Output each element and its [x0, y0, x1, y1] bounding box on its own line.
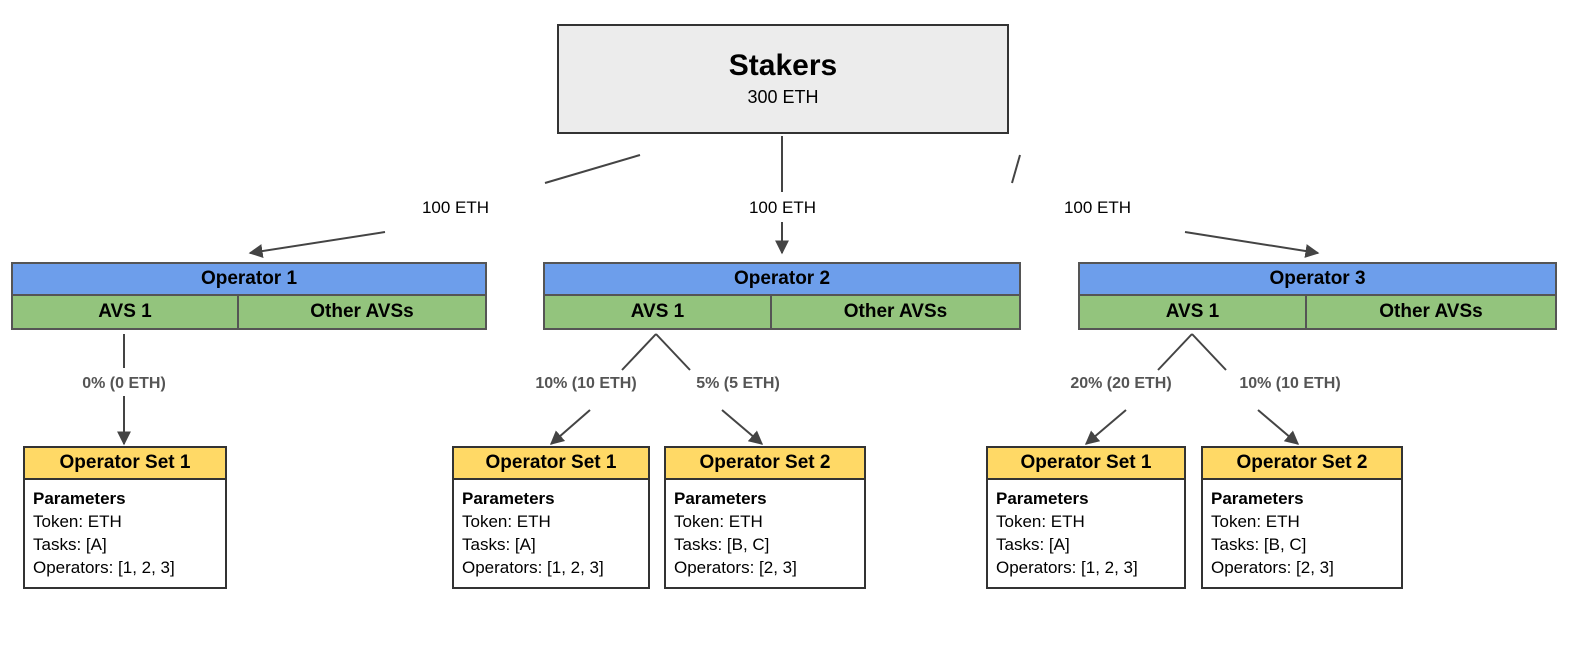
operator-3-avs-row: AVS 1 Other AVSs [1078, 296, 1557, 330]
operator-set-card-op2-set1[interactable]: Operator Set 1 Parameters Token: ETH Tas… [452, 446, 650, 589]
parameter-tasks: Tasks: [B, C] [1211, 535, 1307, 554]
parameter-operators: Operators: [1, 2, 3] [33, 558, 175, 577]
stakers-node[interactable]: Stakers 300 ETH [557, 24, 1009, 134]
parameter-token: Token: ETH [462, 512, 551, 531]
operator-2-avs-primary[interactable]: AVS 1 [543, 296, 771, 330]
parameter-tasks: Tasks: [A] [33, 535, 107, 554]
allocation-label-op2-set2: 5% (5 ETH) [696, 375, 780, 392]
stakers-amount: 300 ETH [747, 87, 819, 107]
allocation-label-op1-set1: 0% (0 ETH) [82, 375, 166, 392]
allocation-label-op3-set1: 20% (20 ETH) [1070, 375, 1172, 392]
parameter-token: Token: ETH [996, 512, 1085, 531]
parameter-operators: Operators: [1, 2, 3] [996, 558, 1138, 577]
operator-set-body: Parameters Token: ETH Tasks: [B, C] Oper… [664, 480, 866, 589]
parameter-operators: Operators: [2, 3] [674, 558, 797, 577]
operator-2-title: Operator 2 [543, 262, 1021, 296]
edge-label-stake-3: 100 ETH [1063, 198, 1132, 217]
operator-set-card-op2-set2[interactable]: Operator Set 2 Parameters Token: ETH Tas… [664, 446, 866, 589]
parameter-token: Token: ETH [1211, 512, 1300, 531]
edge-label-stake-1: 100 ETH [421, 198, 490, 217]
parameters-heading: Parameters [462, 489, 555, 508]
parameters-heading: Parameters [996, 489, 1089, 508]
stakers-title: Stakers [728, 49, 838, 82]
operator-set-card-op3-set2[interactable]: Operator Set 2 Parameters Token: ETH Tas… [1201, 446, 1403, 589]
parameters-heading: Parameters [674, 489, 767, 508]
parameter-token: Token: ETH [33, 512, 122, 531]
operator-node-3[interactable]: Operator 3 AVS 1 Other AVSs [1078, 262, 1557, 330]
parameter-tasks: Tasks: [A] [462, 535, 536, 554]
operator-set-card-op1-set1[interactable]: Operator Set 1 Parameters Token: ETH Tas… [23, 446, 227, 589]
operator-node-2[interactable]: Operator 2 AVS 1 Other AVSs [543, 262, 1021, 330]
parameter-tasks: Tasks: [B, C] [674, 535, 770, 554]
operator-1-title: Operator 1 [11, 262, 487, 296]
operator-set-title: Operator Set 1 [23, 446, 227, 480]
operator-set-body: Parameters Token: ETH Tasks: [A] Operato… [452, 480, 650, 589]
operator-3-title: Operator 3 [1078, 262, 1557, 296]
operator-2-avs-other[interactable]: Other AVSs [771, 296, 1021, 330]
operator-3-avs-primary[interactable]: AVS 1 [1078, 296, 1306, 330]
parameter-operators: Operators: [1, 2, 3] [462, 558, 604, 577]
operator-1-avs-other[interactable]: Other AVSs [238, 296, 487, 330]
allocation-label-op2-set1: 10% (10 ETH) [535, 375, 637, 392]
operator-set-title: Operator Set 2 [1201, 446, 1403, 480]
parameter-operators: Operators: [2, 3] [1211, 558, 1334, 577]
parameter-tasks: Tasks: [A] [996, 535, 1070, 554]
edge-label-stake-2: 100 ETH [748, 198, 817, 217]
operator-1-avs-primary[interactable]: AVS 1 [11, 296, 238, 330]
operator-2-avs-row: AVS 1 Other AVSs [543, 296, 1021, 330]
parameter-token: Token: ETH [674, 512, 763, 531]
operator-set-body: Parameters Token: ETH Tasks: [A] Operato… [23, 480, 227, 589]
operator-set-title: Operator Set 2 [664, 446, 866, 480]
operator-set-body: Parameters Token: ETH Tasks: [A] Operato… [986, 480, 1186, 589]
operator-node-1[interactable]: Operator 1 AVS 1 Other AVSs [11, 262, 487, 330]
operator-set-card-op3-set1[interactable]: Operator Set 1 Parameters Token: ETH Tas… [986, 446, 1186, 589]
parameters-heading: Parameters [1211, 489, 1304, 508]
operator-set-title: Operator Set 1 [452, 446, 650, 480]
parameters-heading: Parameters [33, 489, 126, 508]
operator-set-body: Parameters Token: ETH Tasks: [B, C] Oper… [1201, 480, 1403, 589]
operator-set-title: Operator Set 1 [986, 446, 1186, 480]
operator-1-avs-row: AVS 1 Other AVSs [11, 296, 487, 330]
operator-3-avs-other[interactable]: Other AVSs [1306, 296, 1557, 330]
allocation-label-op3-set2: 10% (10 ETH) [1239, 375, 1341, 392]
